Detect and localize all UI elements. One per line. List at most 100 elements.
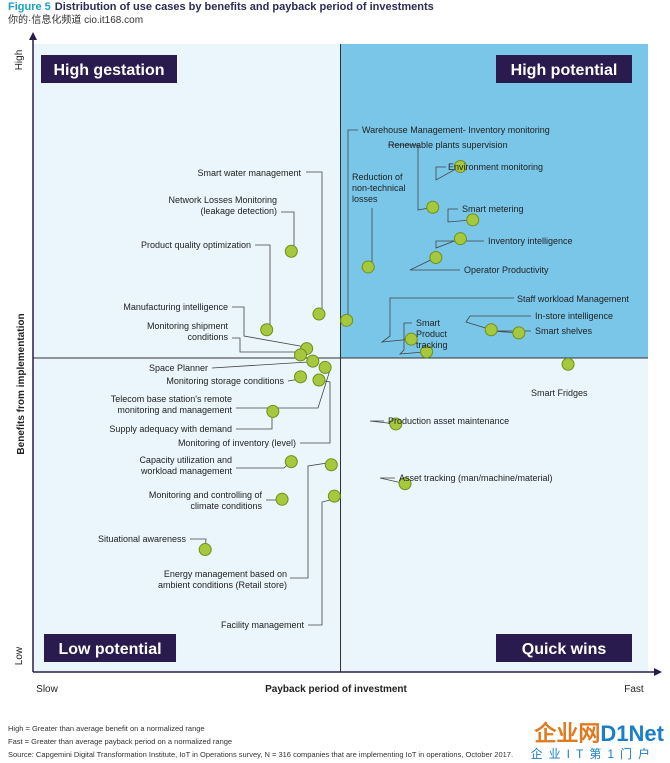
quadrant-label-box <box>496 55 632 83</box>
figure-title-text: Distribution of use cases by benefits an… <box>54 1 434 13</box>
point-label-line: Warehouse Management- Inventory monitori… <box>362 125 550 135</box>
point-label-line: Environment monitoring <box>448 162 543 172</box>
data-point <box>318 360 332 374</box>
point-label-line: ambient conditions (Retail store) <box>158 580 287 590</box>
point-label-line: climate conditions <box>190 501 262 511</box>
high-potential-region <box>340 44 648 358</box>
point-label: Asset tracking (man/machine/material) <box>399 473 553 483</box>
data-point <box>426 200 440 214</box>
point-label: Facility management <box>221 620 305 630</box>
point-label-line: Smart metering <box>462 204 524 214</box>
point-label-line: Monitoring of inventory (level) <box>178 438 296 448</box>
point-label-line: Staff workload Management <box>517 294 629 304</box>
point-label-line: Energy management based on <box>164 569 287 579</box>
point-label-line: Production asset maintenance <box>388 416 509 426</box>
y-tick-low: Low <box>14 646 25 665</box>
x-tick-low: Slow <box>36 684 58 695</box>
data-point <box>275 492 289 506</box>
point-label-line: Telecom base station's remote <box>111 394 232 404</box>
x-tick-high: Fast <box>624 684 644 695</box>
footnote-fast: Fast = Greater than average payback peri… <box>8 737 233 746</box>
quadrant-label: Quick wins <box>522 641 607 658</box>
watermark-sub: 企业IT第1门户 <box>530 747 656 761</box>
point-label-line: Capacity utilization and <box>139 455 232 465</box>
y-tick-high: High <box>14 50 25 71</box>
point-label-line: losses <box>352 194 378 204</box>
leader-line <box>447 208 473 223</box>
data-point <box>398 477 412 491</box>
data-point <box>429 251 443 265</box>
point-label: Smart Fridges <box>531 388 588 398</box>
data-point <box>312 307 326 321</box>
watermark-logo: 企业网D1Net <box>534 716 664 748</box>
point-label: Space Planner <box>149 363 208 373</box>
point-label-line: Smart Fridges <box>531 388 588 398</box>
quadrant-label-box <box>44 634 176 662</box>
data-point <box>389 417 403 431</box>
data-point <box>404 332 418 346</box>
point-label-line: Space Planner <box>149 363 208 373</box>
point-label: Smart metering <box>462 204 524 214</box>
data-point <box>453 232 467 246</box>
point-label-line: conditions <box>187 332 228 342</box>
quadrant-label: High gestation <box>53 62 164 79</box>
data-point <box>294 348 308 362</box>
watermark-brand: D1Net <box>600 721 664 746</box>
data-point <box>284 455 298 469</box>
point-label: Renewable plants supervision <box>388 140 508 150</box>
point-label: Situational awareness <box>98 534 187 544</box>
point-label-line: Product quality optimization <box>141 240 251 250</box>
data-point <box>361 260 375 274</box>
point-label-line: Operator Productivity <box>464 265 549 275</box>
data-point <box>306 354 320 368</box>
quadrant-label-box <box>496 634 632 662</box>
point-label-line: Supply adequacy with demand <box>109 424 232 434</box>
data-point <box>324 458 338 472</box>
point-label-line: Monitoring storage conditions <box>166 376 284 386</box>
point-label: Network Losses Monitoring(leakage detect… <box>168 195 277 216</box>
point-label-line: monitoring and management <box>117 405 232 415</box>
point-label-line: Manufacturing intelligence <box>123 302 228 312</box>
data-point <box>453 159 467 173</box>
point-label-line: Monitoring shipment <box>147 321 229 331</box>
data-point <box>260 323 274 337</box>
watermark-main: 企业网 <box>534 721 601 746</box>
quadrant-label: Low potential <box>58 641 161 658</box>
data-point <box>561 357 575 371</box>
leader-line <box>379 477 406 484</box>
point-label-line: In-store intelligence <box>535 311 613 321</box>
leader-line <box>465 315 531 331</box>
data-point <box>466 213 480 227</box>
point-label-line: Asset tracking (man/machine/material) <box>399 473 553 483</box>
point-label-line: Network Losses Monitoring <box>168 195 277 205</box>
point-label-line: Smart shelves <box>535 326 593 336</box>
x-axis-arrow <box>654 668 662 676</box>
data-point <box>420 345 434 359</box>
point-label-line: workload management <box>140 466 233 476</box>
point-label-line: Renewable plants supervision <box>388 140 508 150</box>
leader-line <box>388 144 433 211</box>
point-label-line: Reduction of <box>352 172 403 182</box>
data-point <box>484 323 498 337</box>
y-axis-label: Benefits from implementation <box>16 313 27 454</box>
leader-line <box>380 297 514 343</box>
leader-line <box>435 166 461 181</box>
data-point <box>327 489 341 503</box>
data-point <box>284 244 298 258</box>
point-label-line: Inventory intelligence <box>488 236 573 246</box>
point-label: Environment monitoring <box>448 162 543 172</box>
point-label-line: Smart water management <box>197 168 301 178</box>
point-label: Operator Productivity <box>464 265 549 275</box>
point-label-line: Monitoring and controlling of <box>149 490 263 500</box>
point-label: In-store intelligence <box>535 311 613 321</box>
point-label: Product quality optimization <box>141 240 251 250</box>
data-point <box>312 373 326 387</box>
point-label: Monitoring storage conditions <box>166 376 284 386</box>
